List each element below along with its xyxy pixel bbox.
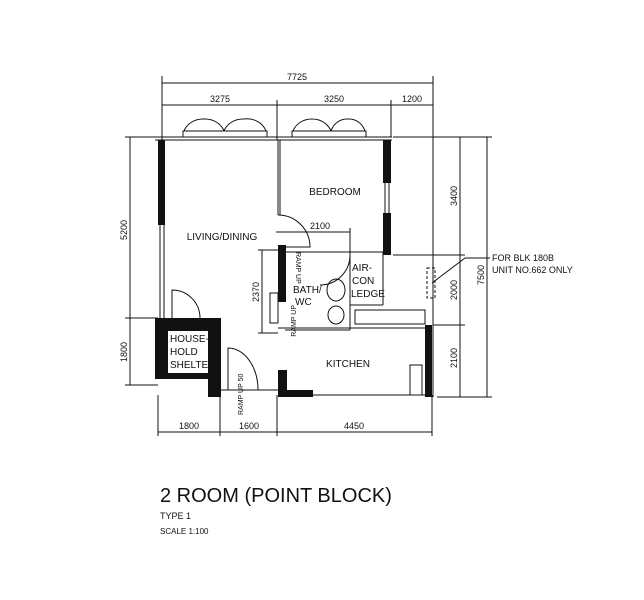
label-kitchen: KITCHEN: [326, 359, 370, 370]
dim-top-3: 1200: [402, 94, 422, 104]
note-unit: UNIT NO.662 ONLY: [492, 265, 573, 275]
dimension-labels: 7725 3275 3250 1200 1800 1600 4450 5200 …: [119, 72, 486, 431]
label-aircon-3: LEDGE: [351, 289, 385, 300]
dim-bedroom-wall: 2100: [310, 221, 330, 231]
label-ramp-up-50: RAMP UP 50: [238, 374, 245, 415]
plan-title: 2 ROOM (POINT BLOCK): [160, 485, 392, 507]
label-living-dining: LIVING/DINING: [187, 232, 258, 243]
doors: [171, 214, 436, 391]
dim-total-width: 7725: [287, 72, 307, 82]
label-aircon-1: AIR-: [352, 263, 372, 274]
plan-scale: SCALE 1:100: [160, 527, 209, 536]
dim-left-2: 1800: [119, 342, 129, 362]
plan-type: TYPE 1: [160, 511, 191, 521]
room-labels: LIVING/DINING BEDROOM BATH/ WC AIR- CON …: [170, 187, 385, 415]
note-block: FOR BLK 180B: [492, 253, 554, 263]
dim-bottom-3: 4450: [344, 421, 364, 431]
dim-total-height: 7500: [476, 265, 486, 285]
label-shelter-1: HOUSE-: [170, 334, 209, 345]
label-aircon-2: CON: [352, 276, 374, 287]
label-ramp-up-top: RAMP UP: [294, 252, 301, 284]
label-wc: WC: [295, 297, 312, 308]
label-shelter-2: HOLD: [170, 347, 198, 358]
dim-right-1: 3400: [449, 186, 459, 206]
dimension-lines: [125, 76, 492, 436]
dim-right-3: 2100: [449, 348, 459, 368]
label-bath: BATH/: [293, 285, 322, 296]
dim-bottom-1: 1800: [179, 421, 199, 431]
windows: [182, 118, 367, 138]
dim-top-2: 3250: [324, 94, 344, 104]
label-ramp-up-bottom: RAMP UP: [291, 305, 298, 337]
dim-bath-height: 2370: [251, 282, 261, 302]
dim-right-2: 2000: [449, 280, 459, 300]
dim-left-1: 5200: [119, 220, 129, 240]
dim-bottom-2: 1600: [239, 421, 259, 431]
label-shelter-3: SHELTER: [170, 360, 215, 371]
dim-top-1: 3275: [210, 94, 230, 104]
walls: [155, 136, 432, 397]
label-bedroom: BEDROOM: [309, 187, 361, 198]
